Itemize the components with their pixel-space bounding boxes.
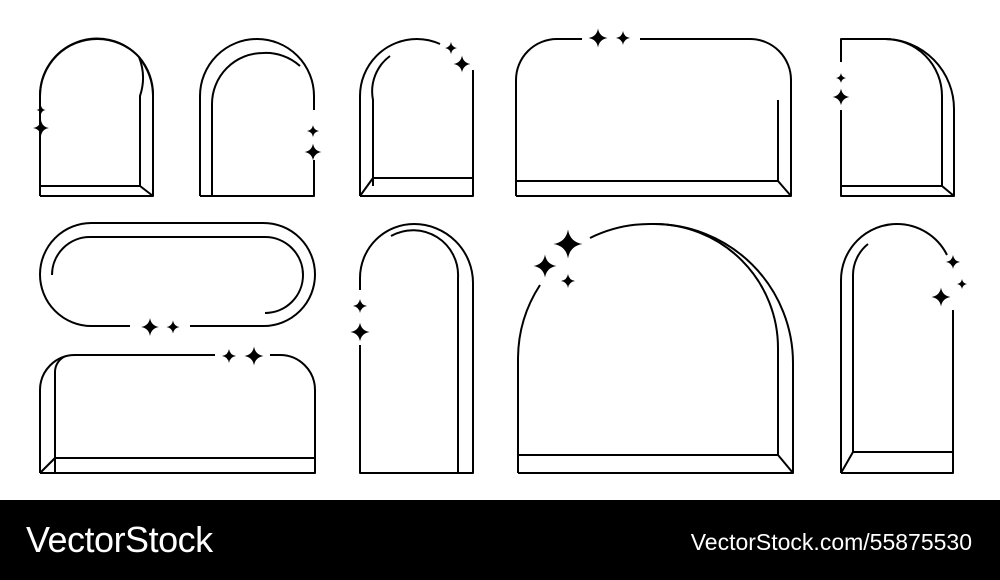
- sparkle-icon: [353, 299, 367, 313]
- quarter-frame: [840, 38, 955, 197]
- sparkle-icon: [445, 42, 457, 54]
- watermark-banner: VectorStock VectorStock.com/55875530: [0, 500, 1000, 580]
- arch-frame-3: [359, 38, 474, 197]
- pill-gap: [130, 318, 190, 334]
- sparkle-icon: [350, 322, 370, 342]
- frames-illustration: [33, 28, 967, 474]
- sparkle-icon: [832, 88, 850, 106]
- wide-frame: [515, 38, 792, 197]
- large-arch-frame: [517, 222, 794, 474]
- arch-frame-2: [199, 38, 315, 197]
- sparkle-icon: [957, 279, 967, 289]
- arch-frame-1: [38, 37, 155, 197]
- sparkle-icon: [244, 346, 264, 366]
- sparkle-icon: [588, 28, 608, 48]
- sparkle-icon: [33, 120, 49, 136]
- brand-logo: VectorStock: [26, 519, 213, 560]
- tall-arch-frame: [359, 223, 474, 474]
- sparkle-icon: [561, 274, 575, 288]
- sparkle-icon: [553, 229, 583, 259]
- sparkle-icon: [307, 125, 319, 137]
- pill-frame: [39, 222, 316, 327]
- sparkle-icon: [36, 105, 46, 115]
- sparkle-icon: [304, 143, 322, 161]
- sparkle-icon: [616, 31, 630, 45]
- narrow-arch-frame: [840, 223, 954, 474]
- image-id-text: VectorStock.com/55875530: [690, 529, 972, 555]
- sparkle-icon: [836, 73, 846, 83]
- sparkle-icon: [946, 255, 960, 269]
- sparkle-icon: [222, 349, 236, 363]
- sparkle-icon: [931, 287, 951, 307]
- sparkle-icon: [453, 55, 471, 73]
- low-frame: [39, 354, 316, 474]
- sparkle-icon: [533, 254, 557, 278]
